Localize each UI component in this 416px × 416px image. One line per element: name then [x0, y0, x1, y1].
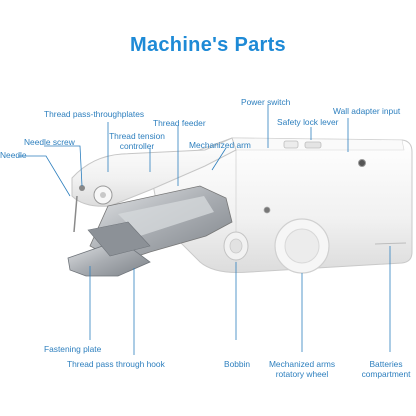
- bobbin[interactable]: [223, 231, 249, 261]
- label-batteries-compartment-line1: Batteries: [369, 359, 403, 369]
- label-thread-feeder: Thread feeder: [153, 118, 206, 128]
- label-needle-screw: Needle screw: [24, 137, 75, 147]
- needle-shape: [73, 195, 78, 233]
- label-thread-tension-controller-line1: Thread tension: [109, 131, 165, 141]
- label-mechanized-arms-rotatory-wheel: Mechanized arms rotatory wheel: [263, 359, 341, 379]
- label-thread-pass-through-hook: Thread pass through hook: [67, 359, 165, 369]
- label-needle: Needle: [0, 150, 27, 160]
- label-mechanized-arms-rotatory-wheel-line1: Mechanized arms: [268, 359, 336, 369]
- label-bobbin: Bobbin: [224, 359, 251, 369]
- leader-lines: [18, 105, 391, 355]
- label-power-switch: Power switch: [241, 97, 291, 107]
- label-batteries-compartment-line2: compartment: [361, 369, 411, 379]
- batteries-compartment: [374, 242, 407, 245]
- label-wall-adapter-input: Wall adapter input: [333, 106, 401, 116]
- thread-tension-knob[interactable]: [93, 185, 113, 205]
- wall-adapter-input: [358, 159, 366, 167]
- label-batteries-compartment: Batteries compartment: [357, 359, 415, 379]
- diagram-title: Machine's Parts: [130, 34, 286, 56]
- label-mechanized-arm: Mechanized arm: [189, 140, 251, 150]
- label-safety-lock-lever: Safety lock lever: [277, 117, 339, 127]
- body-screw: [263, 206, 271, 214]
- safety-lock-lever[interactable]: [304, 141, 322, 149]
- label-thread-tension-controller-line2: controller: [119, 141, 155, 151]
- needle-screw-shape: [79, 185, 85, 191]
- rotatory-wheel[interactable]: [274, 218, 330, 274]
- power-switch[interactable]: [283, 140, 299, 149]
- label-mechanized-arms-rotatory-wheel-line2: rotatory wheel: [275, 369, 329, 379]
- label-fastening-plate: Fastening plate: [44, 344, 102, 354]
- label-thread-pass-throughplates: Thread pass-throughplates: [44, 109, 145, 119]
- label-thread-tension-controller: Thread tension controller: [104, 131, 170, 151]
- metal-arm: [67, 185, 233, 277]
